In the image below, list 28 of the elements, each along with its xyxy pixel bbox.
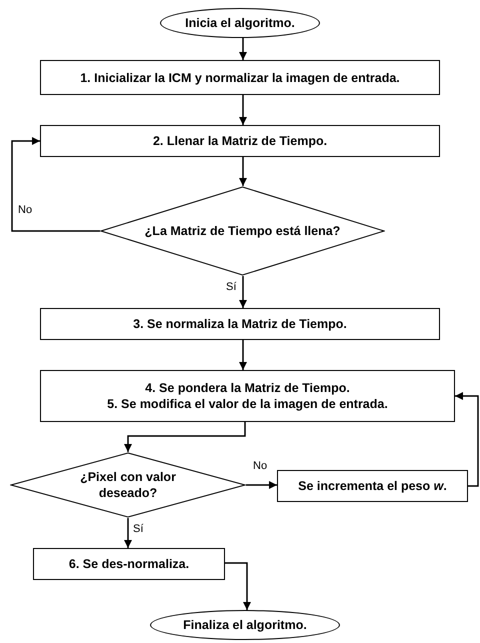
arrow — [124, 422, 246, 452]
process-box — [40, 125, 440, 157]
arrow — [225, 562, 251, 610]
node-text: 2. Llenar la Matriz de Tiempo. — [152, 133, 328, 149]
arrow — [455, 392, 479, 487]
process-box — [33, 548, 225, 580]
arrow — [239, 157, 247, 186]
process-box — [40, 308, 440, 340]
node-text: 6. Se des-normaliza. — [68, 556, 190, 572]
node-text: Inicia el algoritmo. — [185, 15, 295, 31]
arrow — [124, 518, 132, 548]
node-text: 4. Se pondera la Matriz de Tiempo. — [145, 380, 350, 396]
arrow — [11, 137, 100, 232]
arrow — [239, 276, 247, 308]
arrow — [239, 38, 247, 60]
node-text: ¿La Matriz de Tiempo está llena? — [144, 223, 340, 239]
arrow — [246, 481, 277, 489]
process-box — [277, 470, 468, 502]
node-text: 1. Inicializar la ICM y normalizar la imagen de entrada. — [80, 70, 400, 86]
node-text: Finaliza el algoritmo. — [183, 617, 307, 633]
process-box — [40, 370, 455, 422]
arrow — [239, 340, 247, 370]
arrow — [239, 95, 247, 125]
node-text: 5. Se modifica el valor de la imagen de entrada. — [107, 396, 388, 412]
process-box — [40, 60, 440, 95]
node-text: Se incrementa el peso w. — [298, 478, 447, 494]
node-text: ¿Pixel con valor deseado? — [79, 469, 177, 501]
node-text: 3. Se normaliza la Matriz de Tiempo. — [133, 316, 347, 332]
